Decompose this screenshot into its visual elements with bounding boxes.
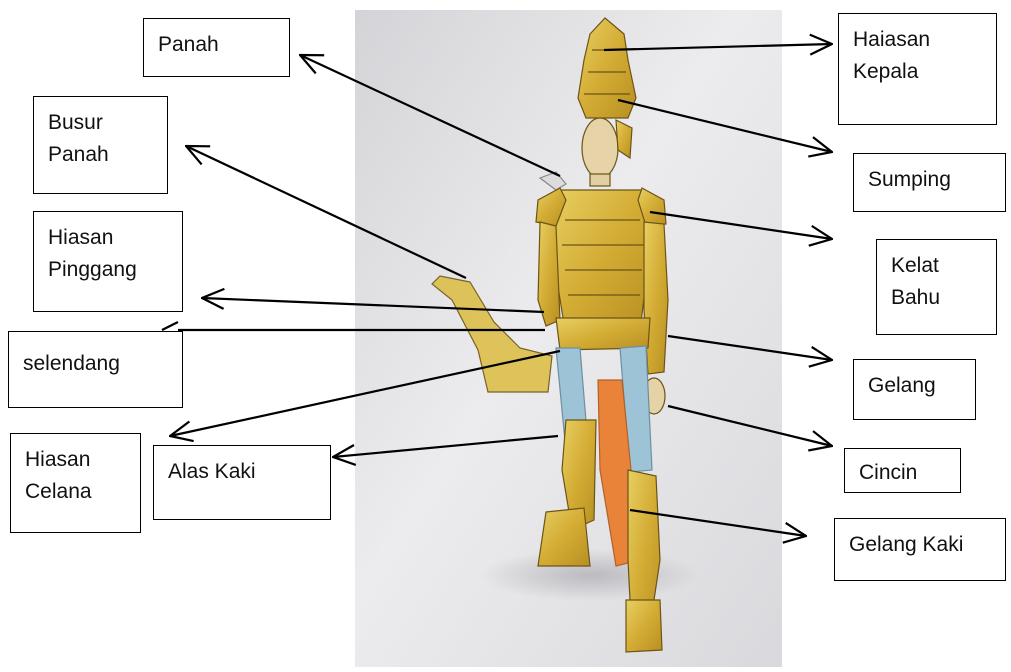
right-arm <box>644 222 668 374</box>
label-text: Gelang Kaki <box>849 529 991 561</box>
label-text: Pinggang <box>48 254 168 286</box>
label-haiasan-kepala: Haiasan Kepala <box>838 13 997 125</box>
label-text: Panah <box>158 29 275 61</box>
label-text: Alas Kaki <box>168 456 316 488</box>
ground-shadow <box>480 549 700 601</box>
label-panah: Panah <box>143 18 290 77</box>
label-text: Hiasan <box>25 444 126 476</box>
label-gelang: Gelang <box>853 359 976 420</box>
right-boot <box>626 600 662 652</box>
label-hiasan-pinggang: Hiasan Pinggang <box>33 211 183 312</box>
label-text: Busur <box>48 107 153 139</box>
label-gelang-kaki: Gelang Kaki <box>834 518 1006 581</box>
neck <box>590 174 610 186</box>
label-text: Gelang <box>868 370 961 402</box>
label-alas-kaki: Alas Kaki <box>153 445 331 520</box>
left-arm <box>538 222 560 326</box>
arrow-selendang-tick <box>162 322 178 330</box>
label-cincin: Cincin <box>844 448 961 493</box>
label-selendang: selendang <box>8 331 183 408</box>
left-boot <box>538 508 590 566</box>
label-kelat-bahu: Kelat Bahu <box>876 239 997 335</box>
label-text: Bahu <box>891 282 982 314</box>
waist-ornament <box>556 318 650 350</box>
label-text: selendang <box>23 348 168 380</box>
label-text: Haiasan <box>853 24 982 56</box>
label-hiasan-celana: Hiasan Celana <box>10 433 141 533</box>
label-text: Cincin <box>859 457 946 489</box>
label-text: Hiasan <box>48 222 168 254</box>
torso-armor <box>552 190 650 330</box>
label-text: Kelat <box>891 250 982 282</box>
label-text: Kepala <box>853 56 982 88</box>
label-sumping: Sumping <box>853 153 1006 212</box>
label-text: Panah <box>48 139 153 171</box>
label-text: Celana <box>25 476 126 508</box>
face <box>582 118 618 178</box>
label-busur-panah: Busur Panah <box>33 96 168 194</box>
label-text: Sumping <box>868 164 991 196</box>
